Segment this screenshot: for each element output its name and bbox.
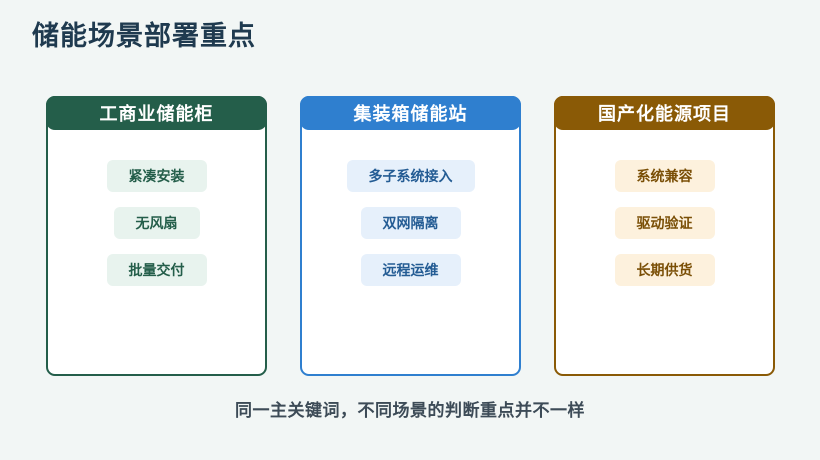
card-item: 远程运维 [360,254,461,286]
card-item: 紧凑安装 [106,160,207,192]
card-item-list: 紧凑安装 无风扇 批量交付 [48,160,265,286]
card-item: 长期供货 [614,254,715,286]
card-header: 工商业储能柜 [46,96,267,130]
card-item-list: 系统兼容 驱动验证 长期供货 [556,160,773,286]
page-title: 储能场景部署重点 [32,21,256,52]
card-item: 多子系统接入 [346,160,475,192]
card-commercial-storage-cabinet: 工商业储能柜 紧凑安装 无风扇 批量交付 [46,96,267,376]
card-item: 无风扇 [113,207,200,239]
card-item: 双网隔离 [360,207,461,239]
card-container-storage-station: 集装箱储能站 多子系统接入 双网隔离 远程运维 [300,96,521,376]
card-item: 驱动验证 [614,207,715,239]
footer-note: 同一主关键词，不同场景的判断重点并不一样 [235,401,585,421]
card-header: 集装箱储能站 [300,96,521,130]
card-item: 批量交付 [106,254,207,286]
card-header: 国产化能源项目 [554,96,775,130]
card-item: 系统兼容 [614,160,715,192]
card-domestic-energy-project: 国产化能源项目 系统兼容 驱动验证 长期供货 [554,96,775,376]
card-item-list: 多子系统接入 双网隔离 远程运维 [302,160,519,286]
